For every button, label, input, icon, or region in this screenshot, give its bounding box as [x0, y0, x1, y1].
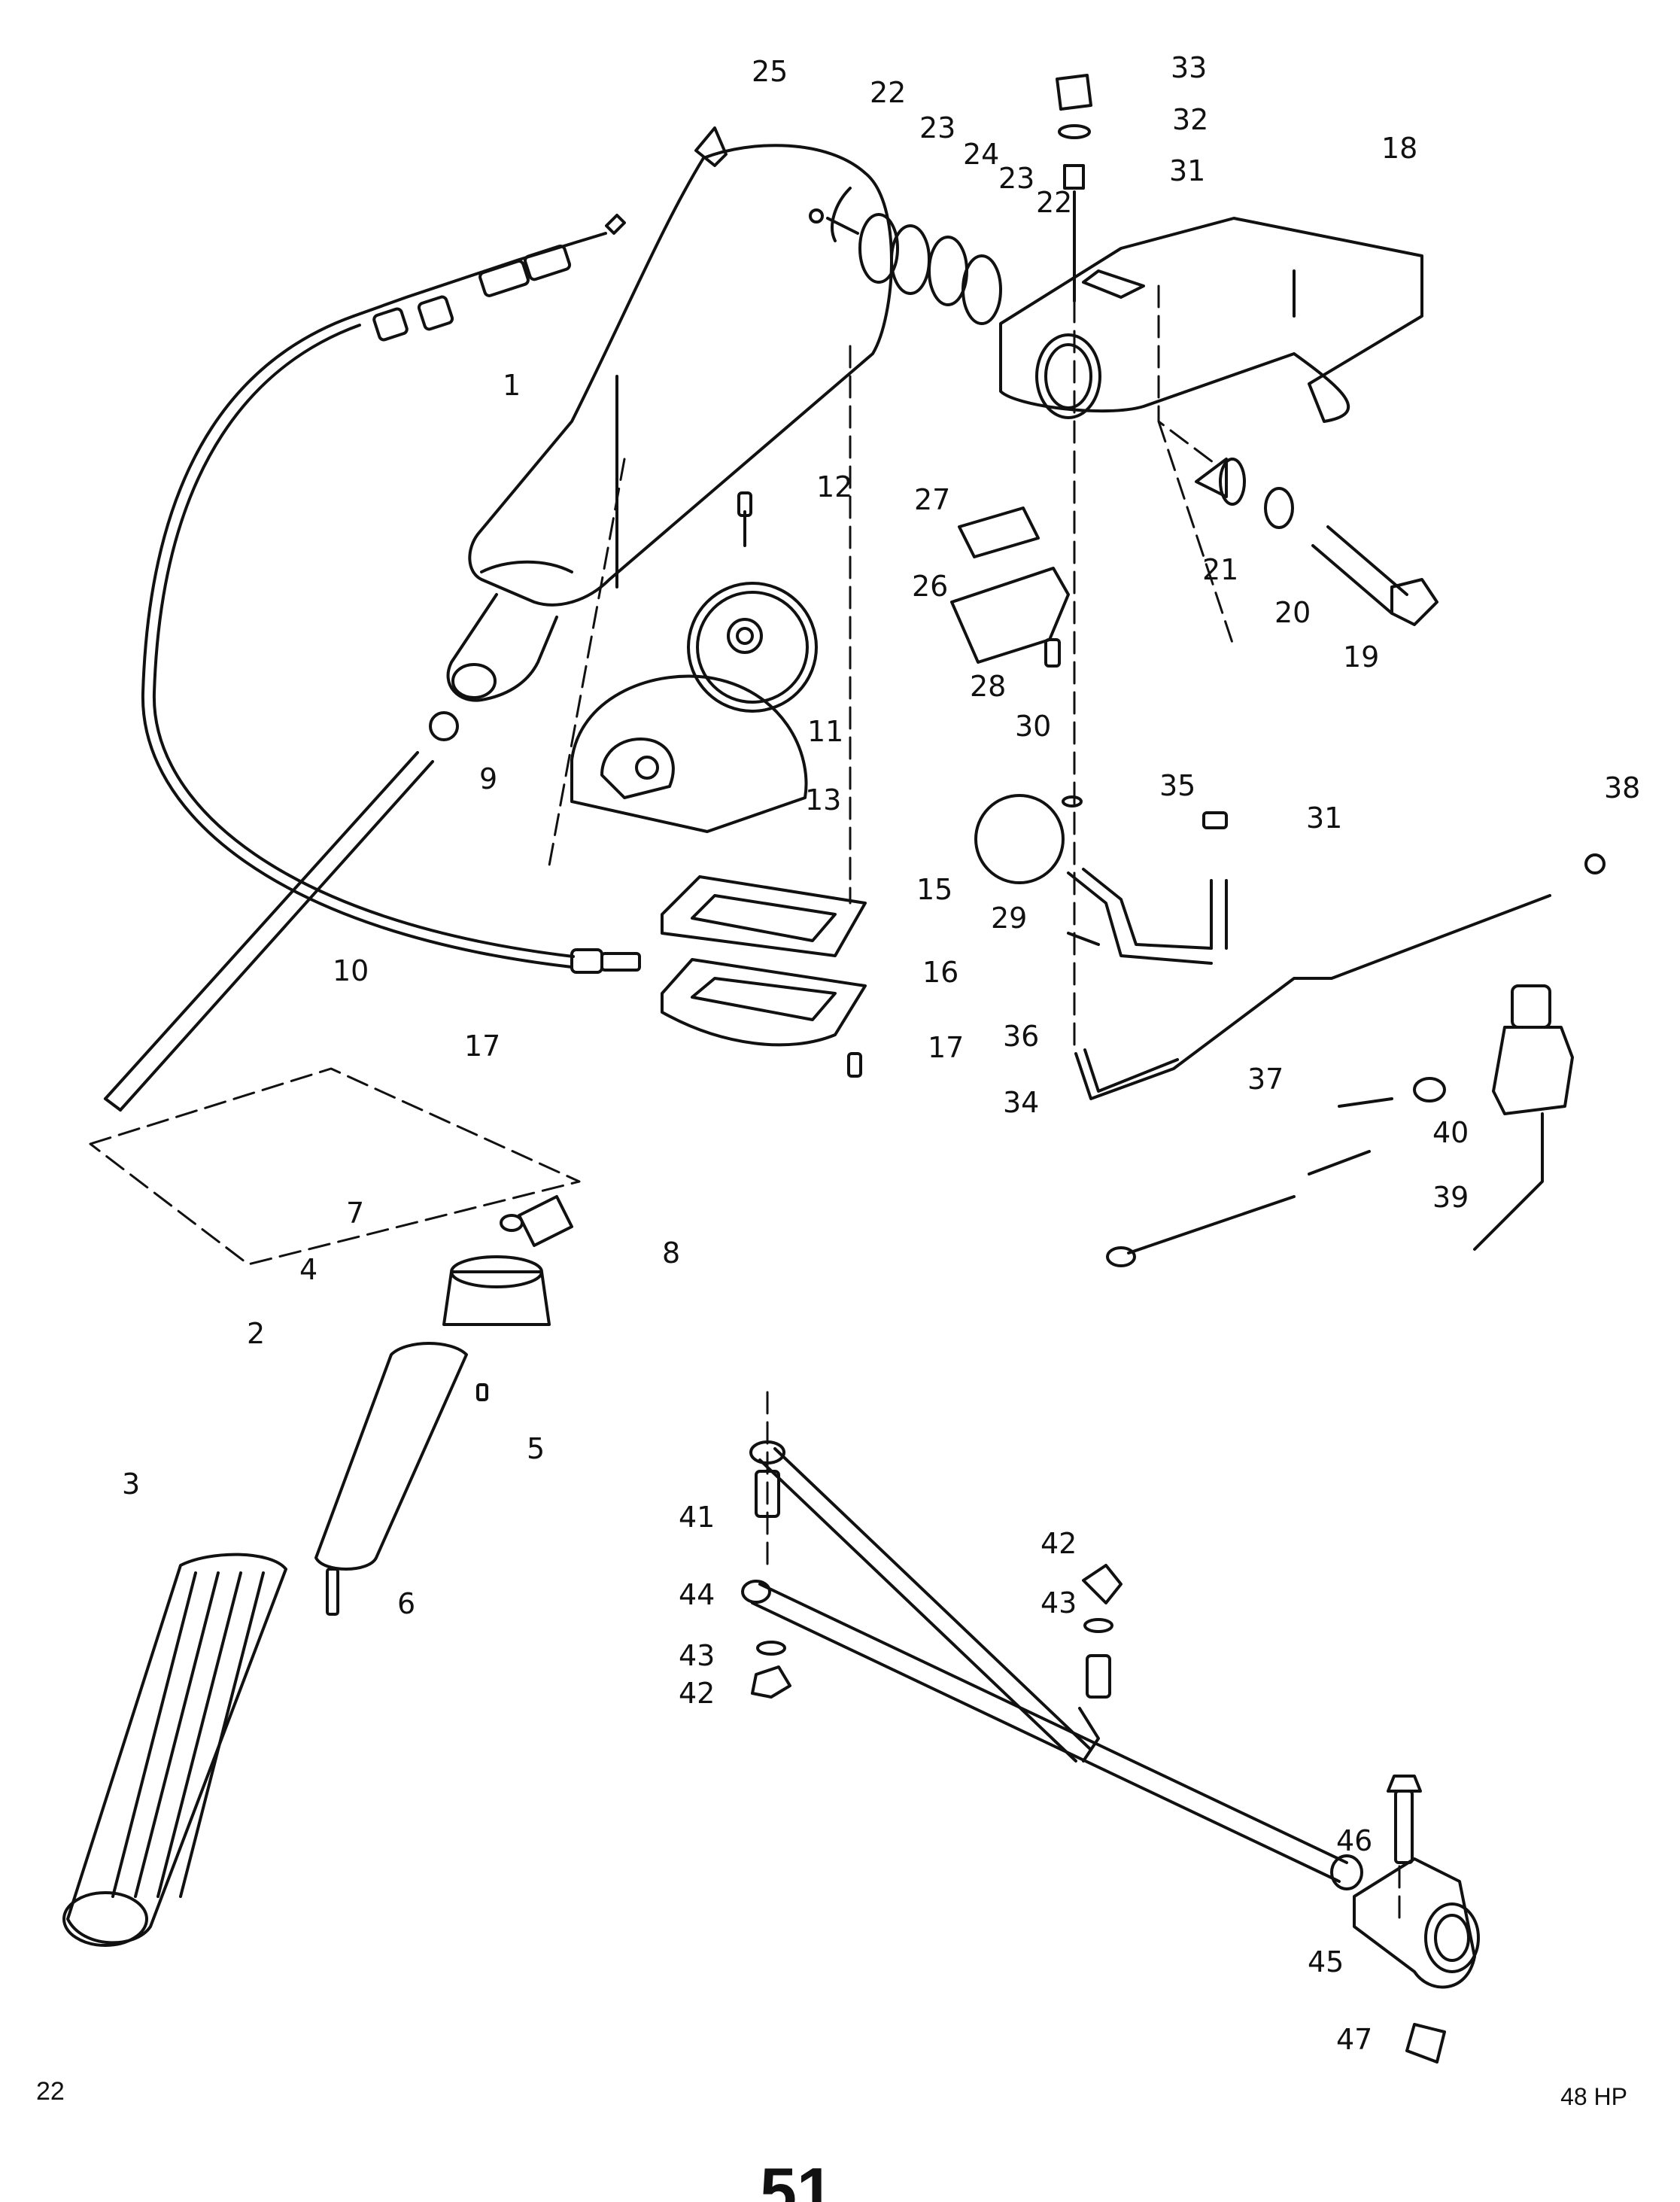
part-callout-p21: 21: [1202, 553, 1238, 586]
part-callout-p46: 46: [1336, 1824, 1372, 1857]
part-callout-p32: 32: [1172, 103, 1208, 136]
part-callout-p11: 11: [807, 715, 843, 748]
part-callout-p2: 2: [247, 1317, 265, 1350]
knob-and-levers: [974, 794, 1606, 1100]
part-callout-p22b: 22: [1036, 186, 1072, 219]
part-callout-p17b: 17: [928, 1031, 964, 1064]
part-callout-p45: 45: [1308, 1945, 1344, 1978]
part-callout-p34: 34: [1003, 1086, 1039, 1119]
part-callout-p25: 25: [752, 55, 788, 88]
part-callout-p42a: 42: [1041, 1527, 1077, 1560]
bracket-plates: [661, 875, 867, 1078]
part-callout-p17a: 17: [464, 1030, 500, 1063]
part-callout-p6: 6: [397, 1587, 415, 1620]
control-shaft: [104, 711, 459, 1112]
part-callout-p10: 10: [333, 954, 369, 987]
part-callout-p37: 37: [1247, 1063, 1284, 1096]
part-callout-p4: 4: [299, 1253, 317, 1286]
part-callout-p3: 3: [122, 1467, 140, 1501]
part-callout-p42b: 42: [679, 1677, 715, 1710]
part-callout-p12: 12: [816, 470, 852, 503]
bushing-stack-top: [1056, 74, 1092, 303]
gear-and-cover: [570, 491, 818, 833]
twist-grip: [62, 1195, 573, 1947]
part-callout-p39: 39: [1432, 1181, 1469, 1214]
part-callout-p43a: 43: [1041, 1586, 1077, 1620]
part-callout-p8: 8: [662, 1236, 680, 1270]
part-callout-p18: 18: [1381, 132, 1417, 165]
part-callout-p29: 29: [991, 902, 1027, 935]
alignment-lines: [89, 284, 1401, 1928]
part-callout-p16: 16: [922, 956, 958, 989]
part-callout-p1: 1: [503, 369, 521, 402]
part-callout-p9: 9: [479, 762, 497, 795]
part-callout-p30: 30: [1015, 710, 1051, 743]
washer-stack: [694, 126, 1002, 325]
engine-model-label: 48 HP: [1560, 2083, 1627, 2110]
part-callout-p41: 41: [679, 1501, 715, 1534]
part-callout-p13: 13: [805, 783, 841, 817]
part-callout-p26: 26: [912, 570, 948, 603]
part-callout-p22a: 22: [870, 76, 906, 109]
part-callout-p31b: 31: [1306, 801, 1342, 835]
page-number: 22: [36, 2077, 65, 2106]
part-callout-p40: 40: [1432, 1116, 1469, 1149]
part-callout-p24: 24: [963, 138, 999, 171]
part-callout-p15: 15: [916, 873, 952, 906]
part-callout-p7: 7: [346, 1197, 364, 1230]
throttle-cable: [141, 214, 641, 974]
part-callout-p20: 20: [1274, 596, 1311, 629]
page-code: 51: [760, 2158, 834, 2202]
throttle-indicator: [950, 506, 1070, 668]
part-callout-p19: 19: [1343, 640, 1379, 674]
part-callout-p28: 28: [970, 670, 1006, 703]
part-callout-p47: 47: [1336, 2023, 1372, 2056]
part-callout-p33: 33: [1171, 51, 1207, 84]
part-callout-p5: 5: [527, 1432, 545, 1465]
stop-switch: [1106, 984, 1574, 1267]
lower-linkage: [741, 1440, 1480, 2064]
part-callout-p23b: 23: [998, 162, 1034, 195]
part-callout-p31a: 31: [1169, 154, 1205, 187]
swivel-bracket: [999, 217, 1438, 626]
part-callout-p27: 27: [914, 483, 950, 516]
part-callout-p44: 44: [679, 1578, 715, 1611]
part-callout-p43b: 43: [679, 1639, 715, 1672]
tiller-handle: [446, 144, 893, 702]
part-callout-p35: 35: [1159, 769, 1195, 802]
part-callout-p23a: 23: [919, 111, 955, 144]
part-callout-p36: 36: [1003, 1020, 1039, 1053]
part-callout-p38: 38: [1604, 771, 1640, 804]
